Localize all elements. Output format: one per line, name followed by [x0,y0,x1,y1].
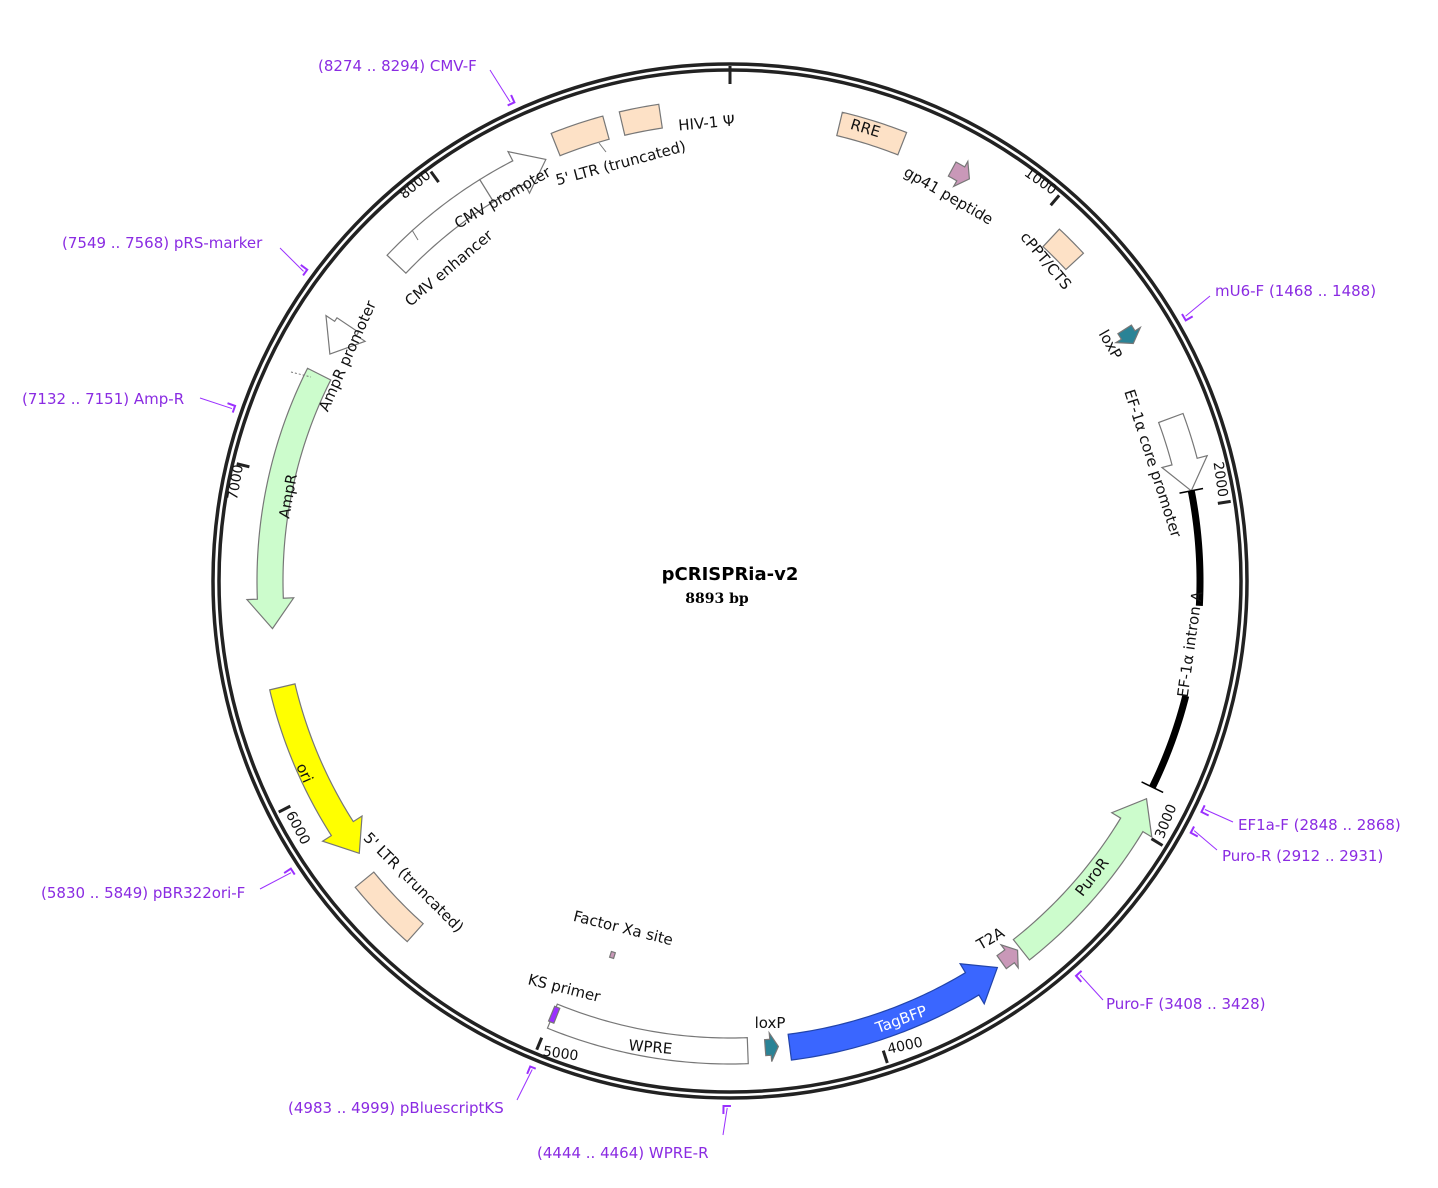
feature-gp41-peptide-1[interactable] [947,159,971,188]
primer-prs-marker-leader [279,247,304,272]
feature-label-wpre: WPRE [628,1036,673,1058]
feature-label-hiv1-psi: HIV-1 Ψ [678,112,736,135]
tick-2000 [1217,499,1231,505]
primer-mu6-f-leader [1185,295,1211,317]
tick-5000 [535,1037,544,1051]
primer-pbr322ori-f-leader [259,872,292,890]
feature-tagbfp-8[interactable] [787,963,999,1061]
features [245,103,1209,1065]
primer-puro-r-leader [1193,830,1218,851]
primer-label-puro-r: Puro-R (2912 .. 2931) [1222,847,1383,865]
primer-puro-f-marker[interactable] [1074,970,1083,983]
feature-cmv-promoter-18[interactable] [478,150,547,203]
feature-ampr-15[interactable] [245,367,332,630]
leader-cmv-enhancer [411,229,419,241]
feature-label-ef1a-intron-a: EF-1α intron A [1174,589,1207,698]
primer-label-mu6-f: mU6-F (1468 .. 1488) [1215,282,1376,300]
primer-label-pbluescriptks: (4983 .. 4999) pBluescriptKS [288,1099,504,1117]
primer-puro-r-marker[interactable] [1189,826,1199,838]
tick-marks [236,170,1231,1064]
primer-ef1a-f-marker[interactable] [1200,804,1210,817]
primer-prs-marker-marker[interactable] [300,264,309,277]
feature-ef-1-core-promoter-4[interactable] [1157,412,1209,492]
feature-label-loxp-2: loxP [755,1014,786,1032]
tick-label-7000: 7000 [225,463,247,501]
primer-wpre-r-leader [722,1107,728,1136]
feature-5-ltr-truncated-19[interactable] [550,115,610,157]
tick-label-2000: 2000 [1210,461,1231,499]
feature-ef-1-intron-a-5-end-1 [1141,781,1164,794]
primer-amp-r-leader [199,397,233,410]
primer-label-puro-f: Puro-F (3408 .. 3428) [1106,995,1266,1013]
feature-loxp-9[interactable] [763,1030,780,1062]
primer-pbluescriptks-leader [516,1069,533,1101]
feature-cppt-cts-2[interactable] [1042,228,1085,271]
primer-wpre-r-marker[interactable] [722,1104,731,1114]
tick-label-5000: 5000 [542,1044,580,1065]
primer-label-prs-marker: (7549 .. 7568) pRS-marker [62,234,263,252]
tick-3000 [1150,837,1164,847]
primer-label-amp-r: (7132 .. 7151) Amp-R [22,390,184,408]
feature-label-ks-primer: KS primer [526,970,603,1006]
feature-5-ltr-truncated-13[interactable] [354,871,425,943]
feature-ef-1-intron-a-5-segment-0 [1187,490,1204,607]
feature-ef-1-intron-a-5-segment-1 [1149,695,1190,789]
primers [199,69,1234,1136]
primer-label-pbr322ori-f: (5830 .. 5849) pBR322ori-F [41,884,245,902]
feature-loxp-3[interactable] [1113,324,1142,345]
tick-1000 [1049,194,1061,207]
feature-label-t2a: T2A [973,923,1009,954]
feature-ori-14[interactable] [268,683,363,855]
feature-t2a-7[interactable] [996,943,1019,970]
tick-label-1000: 1000 [1021,165,1059,199]
ampr-dotted-divider [290,371,312,378]
feature-label-gp41-peptide: gp41 peptide [901,163,997,229]
primer-cmv-f-leader [489,69,511,103]
feature-wpre-10[interactable] [546,1003,749,1065]
feature-label-factor-xa-site: Factor Xa site [572,907,675,949]
primer-label-wpre-r: (4444 .. 4464) WPRE-R [537,1144,709,1162]
tick-4000 [881,1050,889,1064]
feature-ks-primer-11[interactable] [547,1005,561,1024]
plasmid-name: pCRISPRia-v2 [662,564,799,585]
label-leaders [290,142,607,378]
primer-label-cmv-f: (8274 .. 8294) CMV-F [318,57,477,75]
tick-6000 [278,804,291,814]
tick-7000 [236,462,250,469]
primer-pbr322ori-f-marker[interactable] [283,867,296,876]
feature-puror-6[interactable] [1012,797,1153,961]
backbone-ring [211,62,1249,1100]
primer-amp-r-marker[interactable] [227,402,237,413]
feature-label-ampr-promoter: AmpR promoter [315,297,380,414]
primer-pbluescriptks-marker[interactable] [526,1065,537,1075]
leader-5-ltr-top [598,142,607,153]
primer-label-ef1a-f: EF1a-F (2848 .. 2868) [1238,816,1401,834]
primer-ef1a-f-leader [1204,809,1234,823]
tick-label-4000: 4000 [886,1035,924,1058]
primer-mu6-f-marker[interactable] [1181,313,1194,322]
primer-puro-f-leader [1079,974,1104,1001]
primer-cmv-f-marker[interactable] [507,94,516,107]
feature-hiv-1-20[interactable] [618,103,663,136]
feature-ef-1-intron-a-5-end-0 [1179,487,1204,494]
feature-factor-xa-site-12[interactable] [608,950,617,960]
tick-8000 [429,170,440,183]
feature-ampr-promoter-16[interactable] [325,314,367,355]
feature-rre-0[interactable] [836,111,908,156]
plasmid-length: 8893 bp [685,591,749,607]
tick-label-3000: 3000 [1152,802,1180,841]
tick-label-6000: 6000 [282,809,313,848]
backbone-outer-strand [211,62,1249,1100]
